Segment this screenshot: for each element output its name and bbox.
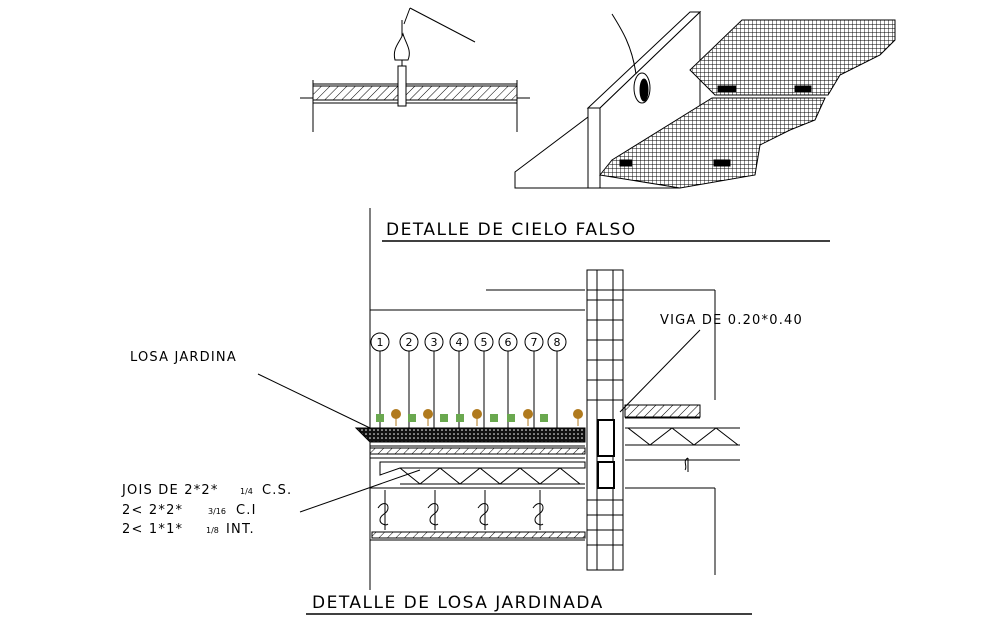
jois-line-3-fraction: 1/8 <box>206 526 219 535</box>
ceiling-hanger-detail <box>300 7 530 132</box>
plant-icon <box>408 414 416 422</box>
jois-line-1-suffix: C.S. <box>262 483 292 498</box>
layer-number-label: 5 <box>481 336 488 349</box>
layer-number-5: 5 <box>474 332 494 428</box>
jois-line-2-suffix: C.I <box>236 503 257 518</box>
plant-icon <box>440 414 448 422</box>
plant-icon <box>456 414 464 422</box>
layer-number-label: 1 <box>377 336 384 349</box>
layer-number-4: 4 <box>449 332 469 428</box>
plant-icon <box>507 414 515 422</box>
layer-number-label: 6 <box>505 336 512 349</box>
layer-number-7: 7 <box>524 332 544 428</box>
layer-number-1: 1 <box>370 332 390 428</box>
plant-icon <box>472 409 482 426</box>
jois-line-2-fraction: 3/16 <box>208 507 226 516</box>
layer-number-8: 8 <box>547 332 567 428</box>
label-losa-jardina: LOSA JARDINA <box>130 350 237 365</box>
losa-section-drawing <box>257 208 740 590</box>
layer-number-label: 4 <box>456 336 463 349</box>
title-losa-jardinada: DETALLE DE LOSA JARDINADA <box>312 593 604 613</box>
layer-number-6: 6 <box>498 332 518 428</box>
jois-line-1: JOIS DE 2*2* <box>121 483 219 498</box>
garden-plants <box>376 409 583 426</box>
ceiling-panel-isometric <box>514 10 896 189</box>
jois-line-3: 2< 1*1* <box>122 522 183 537</box>
jois-line-1-fraction: 1/4 <box>240 487 253 496</box>
layer-number-label: 3 <box>431 336 438 349</box>
jois-spec-label: JOIS DE 2*2* 1/4 C.S. 2< 2*2* 3/16 C.I 2… <box>121 483 292 537</box>
label-viga: VIGA DE 0.20*0.40 <box>660 313 803 328</box>
layer-numbers: 1 2 3 4 5 6 7 <box>370 332 567 428</box>
plant-icon <box>540 414 548 422</box>
layer-number-2: 2 <box>399 332 419 428</box>
plant-icon <box>523 409 533 426</box>
layer-number-label: 7 <box>531 336 538 349</box>
title-cielo-falso: DETALLE DE CIELO FALSO <box>386 220 637 240</box>
plant-icon <box>573 409 583 426</box>
layer-number-label: 8 <box>554 336 561 349</box>
plant-icon <box>490 414 498 422</box>
jois-line-2: 2< 2*2* <box>122 503 183 518</box>
plant-icon <box>391 409 401 426</box>
jois-line-3-suffix: INT. <box>226 522 255 537</box>
plant-icon <box>423 409 433 426</box>
layer-number-label: 2 <box>406 336 413 349</box>
layer-number-3: 3 <box>424 332 444 428</box>
plant-icon <box>376 414 384 422</box>
